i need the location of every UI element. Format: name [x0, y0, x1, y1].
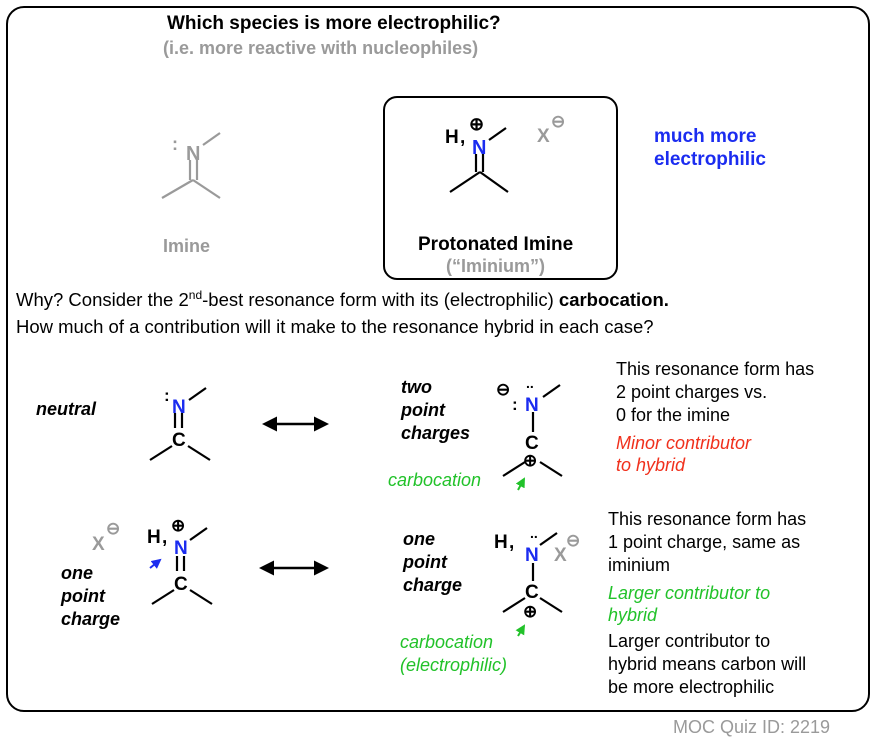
row2-left-label-3: charge	[61, 609, 121, 629]
row1-right-lone-pair-top: ..	[526, 375, 534, 391]
iminium-n-atom: N	[472, 137, 486, 159]
row1-verdict-2: to hybrid	[616, 455, 686, 475]
quiz-id: MOC Quiz ID: 2219	[673, 717, 831, 737]
iminium-highlight-box	[383, 96, 618, 280]
row1-note-2: 2 point charges vs.	[616, 382, 768, 402]
verdict-line-1: much more	[654, 126, 757, 147]
imine-structure	[161, 132, 221, 199]
row2-right-counterion: X	[554, 545, 567, 566]
row2-left-counterion: X	[92, 534, 105, 555]
row2-left-c-atom: C	[174, 574, 188, 595]
row1-left-lone-pair: :	[164, 386, 170, 405]
row1-right-lone-pair-left: :	[512, 395, 518, 414]
question-subtitle: (i.e. more reactive with nucleophiles)	[163, 38, 479, 58]
row1-right-label-1: two	[401, 377, 432, 397]
row2-verdict-2: hybrid	[608, 605, 658, 625]
row2-right-plus: ⊕	[523, 602, 537, 621]
row2-left-plus: ⊕	[171, 516, 185, 535]
row1-right-n-atom: N	[525, 395, 539, 416]
row1-right-c-atom: C	[525, 433, 539, 454]
imine-n-atom: N	[186, 143, 200, 165]
row2-carbocation-arrow	[515, 624, 526, 637]
row1-right-label-3: charges	[401, 423, 471, 443]
row2-carbocation-label-2: (electrophilic)	[400, 655, 508, 675]
question-title: Which species is more electrophilic?	[167, 13, 501, 34]
row2-right-label-3: charge	[403, 575, 463, 595]
row2-right-c-atom: C	[525, 582, 539, 603]
imine-lone-pair: :	[172, 134, 178, 154]
row1-left-c-atom: C	[172, 430, 186, 451]
iminium-plus-charge: ⊕	[469, 114, 484, 134]
row1-note-1: This resonance form has	[616, 359, 815, 379]
row1-right-plus: ⊕	[523, 451, 537, 470]
verdict-line-2: electrophilic	[654, 149, 766, 170]
iminium-structure	[449, 127, 509, 193]
row2-right-n-atom: N	[525, 545, 539, 566]
row2-conclusion-1: Larger contributor to	[608, 631, 771, 651]
iminium-label: Protonated Imine	[418, 234, 574, 255]
row2-carbocation-label-1: carbocation	[400, 632, 494, 652]
row1-verdict-1: Minor contributor	[616, 433, 752, 453]
iminium-h-atom: H	[445, 127, 459, 148]
row2-left-h-atom: H	[147, 527, 161, 548]
iminium-alt-label: (“Iminium”)	[446, 256, 545, 276]
iminium-counterion: X	[537, 126, 550, 147]
row2-left-label-2: point	[61, 586, 105, 606]
imine-label: Imine	[163, 236, 211, 256]
row2-right-counterion-minus: ⊖	[566, 531, 580, 550]
row1-right-label-2: point	[401, 400, 445, 420]
row1-right-minus: ⊖	[496, 380, 510, 399]
row2-verdict-1: Larger contributor to	[608, 583, 771, 603]
row1-left-n-atom: N	[172, 397, 186, 418]
row1-left-label: neutral	[36, 399, 97, 419]
row1-resonance-structure	[502, 384, 563, 477]
row2-resonance-structure	[502, 532, 563, 613]
row1-carbocation-label: carbocation	[388, 470, 482, 490]
row2-iminium-structure	[151, 527, 213, 605]
row2-right-lone-pair: ..	[530, 525, 538, 541]
why-line-2: How much of a contribution will it make …	[16, 316, 654, 337]
counterion-minus: ⊖	[551, 112, 565, 131]
row1-note-3: 0 for the imine	[616, 405, 731, 425]
why-line-1: Why? Consider the 2nd-best resonance for…	[16, 288, 669, 311]
diagram-frame	[6, 6, 870, 712]
row2-left-label-1: one	[61, 563, 94, 583]
row2-conclusion-2: hybrid means carbon will	[608, 654, 807, 674]
row1-imine-structure	[149, 387, 211, 461]
iminium-h-bond: ,	[460, 127, 465, 148]
row2-left-counterion-minus: ⊖	[106, 519, 120, 538]
row2-left-h-bond: ,	[162, 527, 167, 548]
row2-right-h-bond: ,	[509, 532, 514, 553]
row2-note-1: This resonance form has	[608, 509, 807, 529]
row2-right-label-2: point	[403, 552, 447, 572]
row2-note-2: 1 point charge, same as	[608, 532, 801, 552]
row2-proton-arrow	[149, 558, 162, 569]
row2-right-h-atom: H	[494, 532, 508, 553]
row2-note-3: iminium	[608, 555, 671, 575]
row2-conclusion-3: be more electrophilic	[608, 677, 775, 697]
row2-left-n-atom: N	[174, 538, 188, 559]
row1-carbocation-arrow	[515, 477, 525, 491]
row2-right-label-1: one	[403, 529, 436, 549]
